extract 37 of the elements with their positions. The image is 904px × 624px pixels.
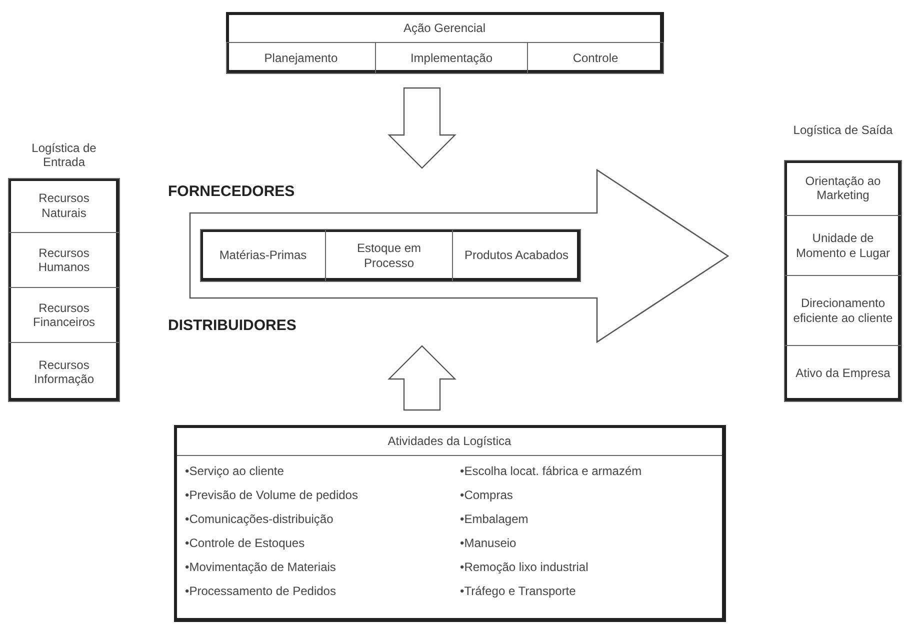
table-cell: Unidade de Momento e Lugar [784,215,902,276]
table-box [200,229,581,282]
table-box [226,12,664,74]
list-item: •Manuseio [460,536,516,550]
table-box [174,425,726,622]
side-label: FORNECEDORES [168,183,295,200]
table-cell: Planejamento [226,42,376,74]
table-cell: Controle [527,42,664,74]
list-item: •Remoção lixo industrial [460,560,588,574]
list-item: •Comunicações-distribuição [185,512,334,526]
list-item: •Compras [460,488,513,502]
list-item: •Embalagem [460,512,528,526]
list-item: •Movimentação de Materiais [185,560,336,574]
list-item: •Escolha locat. fábrica e armazém [460,464,642,478]
column-heading: Logística de Entrada [30,141,98,170]
side-label: DISTRIBUIDORES [168,317,296,334]
table-heading: Ação Gerencial [402,20,487,37]
list-item: •Serviço ao cliente [185,464,284,478]
table-cell: Ativo da Empresa [784,345,902,402]
list-item: •Tráfego e Transporte [460,584,576,598]
list-item: •Previsão de Volume de pedidos [185,488,358,502]
table-cell: Direcionamento eficiente ao cliente [784,275,902,346]
table-cell: Recursos Financeiros [8,287,120,343]
list-item: •Processamento de Pedidos [185,584,336,598]
table-cell: Recursos Informação [8,342,120,402]
table-cell: Recursos Naturais [8,178,120,233]
table-heading: Atividades da Logística [177,428,722,456]
table-cell: Estoque em Processo [325,229,453,282]
table-cell: Implementação [375,42,528,74]
table-cell: Orientação ao Marketing [784,160,902,216]
block-arrow [388,87,456,169]
table-cell: Recursos Humanos [8,232,120,288]
table-cell: Matérias-Primas [200,229,326,282]
list-item: •Controle de Estoques [185,536,305,550]
table-cell: Produtos Acabados [452,229,581,282]
block-arrow [388,345,456,411]
column-heading: Logística de Saída [793,123,893,138]
